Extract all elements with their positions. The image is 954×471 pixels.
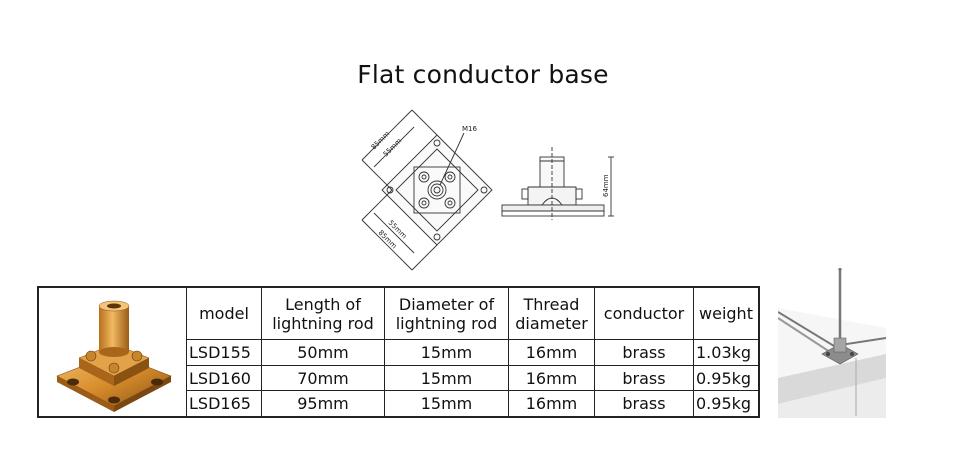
table-row: LSD165 95mm 15mm 16mm brass 0.95kg xyxy=(38,390,760,418)
product-photo-cell xyxy=(37,286,187,418)
height-dim: 64mm xyxy=(602,174,610,197)
cell-model: LSD155 xyxy=(186,339,262,366)
cell-conductor: brass xyxy=(594,364,694,392)
cell-diameter: 15mm xyxy=(384,339,509,366)
dimension-drawing-svg: M16 85mm 55mm 55mm 85mm 64mm xyxy=(361,109,614,271)
cell-thread: 16mm xyxy=(508,390,595,418)
cell-model: LSD160 xyxy=(186,364,262,392)
cell-weight: 0.95kg xyxy=(693,390,760,418)
cell-weight: 1.03kg xyxy=(693,339,760,366)
installation-svg xyxy=(778,268,886,418)
cell-conductor: brass xyxy=(594,339,694,366)
installation-illustration xyxy=(778,268,886,418)
technical-drawing: M16 85mm 55mm 55mm 85mm 64mm xyxy=(352,105,622,280)
table-row: LSD155 50mm 15mm 16mm brass 1.03kg xyxy=(38,339,760,366)
cell-thread: 16mm xyxy=(508,364,595,392)
cell-thread: 16mm xyxy=(508,339,595,366)
cell-weight: 0.95kg xyxy=(693,364,760,392)
cell-diameter: 15mm xyxy=(384,390,509,418)
side-view-drawing xyxy=(501,147,614,220)
cell-length: 50mm xyxy=(261,339,385,366)
cell-length: 70mm xyxy=(261,364,385,392)
cell-model: LSD165 xyxy=(186,390,262,418)
top-view-drawing xyxy=(361,109,493,271)
cell-length: 95mm xyxy=(261,390,385,418)
product-photo xyxy=(56,300,172,412)
page-title: Flat conductor base xyxy=(357,60,609,89)
thread-label: M16 xyxy=(462,125,477,133)
cell-conductor: brass xyxy=(594,390,694,418)
table-row: LSD160 70mm 15mm 16mm brass 0.95kg xyxy=(38,364,760,392)
col-header-model: model xyxy=(186,286,262,341)
col-header-conductor: conductor xyxy=(594,286,694,341)
cell-diameter: 15mm xyxy=(384,364,509,392)
col-header-weight: weight xyxy=(693,286,760,341)
